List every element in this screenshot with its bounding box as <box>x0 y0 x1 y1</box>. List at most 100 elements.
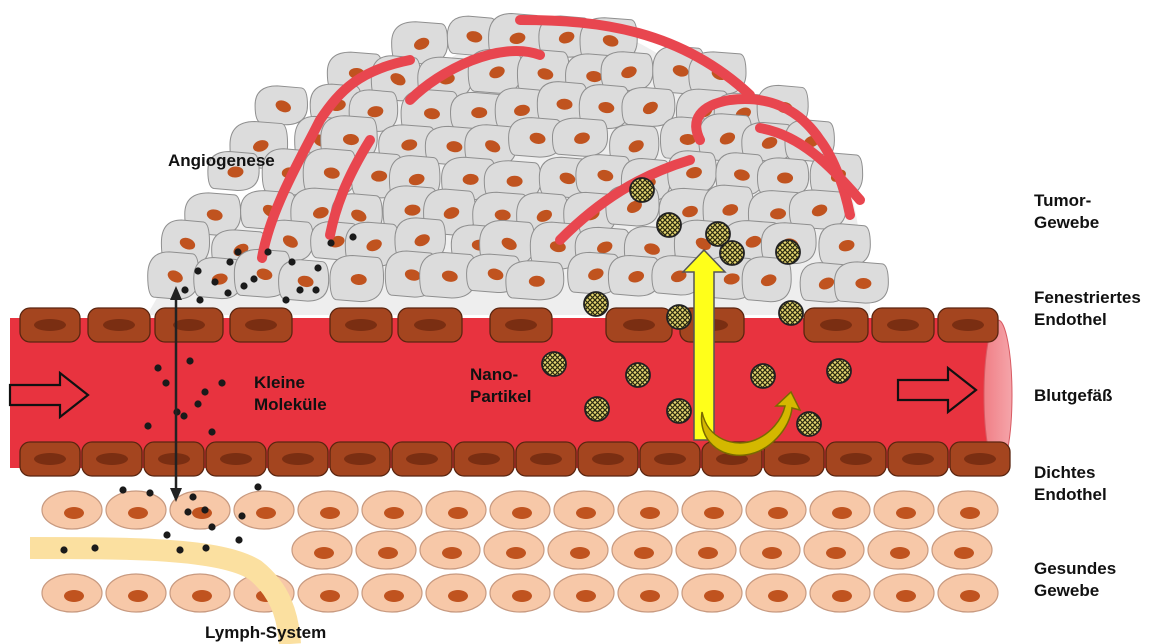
tumor-nucleus <box>777 172 793 183</box>
healthy-nucleus <box>704 590 724 602</box>
healthy-nucleus <box>448 590 468 602</box>
healthy-nucleus <box>954 547 974 559</box>
small-molecule-dot <box>154 364 161 371</box>
healthy-nucleus <box>128 507 148 519</box>
endothelial-nucleus <box>623 319 655 331</box>
nanoparticle-icon <box>720 241 744 265</box>
endothelial-nucleus <box>505 319 537 331</box>
nanoparticle-icon <box>827 359 851 383</box>
endothelial-nucleus <box>158 453 190 465</box>
small-molecule-dot <box>349 233 356 240</box>
label-tumor-gewebe: Tumor- Gewebe <box>1034 190 1099 234</box>
label-nano-partikel: Nano- Partikel <box>470 364 531 408</box>
nanoparticle-icon <box>542 352 566 376</box>
label-angiogenese: Angiogenese <box>168 150 275 172</box>
endothelial-nucleus <box>245 319 277 331</box>
small-molecule-dot <box>211 278 218 285</box>
nanoparticle-icon <box>626 363 650 387</box>
endothelial-nucleus <box>530 453 562 465</box>
small-molecule-dot <box>144 422 151 429</box>
small-molecule-dot <box>201 506 208 513</box>
healthy-nucleus <box>896 590 916 602</box>
small-molecule-dot <box>208 523 215 530</box>
healthy-nucleus <box>640 507 660 519</box>
small-molecule-dot <box>238 512 245 519</box>
healthy-nucleus <box>576 507 596 519</box>
endothelial-nucleus <box>344 453 376 465</box>
healthy-nucleus <box>378 547 398 559</box>
healthy-nucleus <box>832 507 852 519</box>
small-molecule-dot <box>60 546 67 553</box>
tumor-nucleus <box>507 176 523 187</box>
healthy-nucleus <box>634 547 654 559</box>
small-molecule-dot <box>119 486 126 493</box>
small-molecule-dot <box>282 296 289 303</box>
small-molecule-dot <box>208 428 215 435</box>
healthy-nucleus <box>576 590 596 602</box>
endothelial-nucleus <box>592 453 624 465</box>
small-molecule-dot <box>196 296 203 303</box>
nanoparticle-icon <box>667 399 691 423</box>
endothelial-nucleus <box>282 453 314 465</box>
endothelial-nucleus <box>778 453 810 465</box>
endothelial-nucleus <box>414 319 446 331</box>
endothelial-nucleus <box>173 319 205 331</box>
label-kleine-molekuele: Kleine Moleküle <box>254 372 327 416</box>
endothelial-nucleus <box>902 453 934 465</box>
small-molecule-dot <box>226 258 233 265</box>
label-fenestriertes-endothel: Fenestriertes Endothel <box>1034 287 1141 331</box>
healthy-nucleus <box>64 507 84 519</box>
healthy-nucleus <box>442 547 462 559</box>
endothelial-nucleus <box>964 453 996 465</box>
healthy-nucleus <box>640 590 660 602</box>
label-blutgefaess: Blutgefäß <box>1034 385 1112 407</box>
nanoparticle-icon <box>584 292 608 316</box>
small-molecule-dot <box>202 544 209 551</box>
endothelial-nucleus <box>34 453 66 465</box>
small-molecule-dot <box>240 282 247 289</box>
healthy-nucleus <box>960 590 980 602</box>
healthy-nucleus <box>448 507 468 519</box>
small-molecule-dot <box>314 264 321 271</box>
healthy-nucleus <box>698 547 718 559</box>
endothelial-nucleus <box>96 453 128 465</box>
healthy-nucleus <box>832 590 852 602</box>
endothelial-nucleus <box>345 319 377 331</box>
healthy-nucleus <box>826 547 846 559</box>
nanoparticle-icon <box>797 412 821 436</box>
small-molecule-dot <box>224 289 231 296</box>
small-molecule-dot <box>235 536 242 543</box>
endothelial-nucleus <box>887 319 919 331</box>
small-molecule-dot <box>162 379 169 386</box>
small-molecule-dot <box>296 286 303 293</box>
small-molecule-dot <box>312 286 319 293</box>
endothelial-nucleus <box>654 453 686 465</box>
small-molecule-dot <box>218 379 225 386</box>
nanoparticle-icon <box>657 213 681 237</box>
small-molecule-dot <box>146 489 153 496</box>
healthy-nucleus <box>960 507 980 519</box>
healthy-nucleus <box>314 547 334 559</box>
healthy-nucleus <box>768 590 788 602</box>
endothelial-nucleus <box>840 453 872 465</box>
endothelial-nucleus <box>406 453 438 465</box>
healthy-nucleus <box>384 590 404 602</box>
healthy-nucleus <box>320 590 340 602</box>
nanoparticle-icon <box>630 178 654 202</box>
nanoparticle-icon <box>779 301 803 325</box>
endothelial-nucleus <box>468 453 500 465</box>
healthy-nucleus <box>768 507 788 519</box>
small-molecule-dot <box>250 275 257 282</box>
small-molecule-dot <box>234 248 241 255</box>
small-molecule-dot <box>264 248 271 255</box>
healthy-nucleus <box>64 590 84 602</box>
endothelial-nucleus <box>952 319 984 331</box>
small-molecule-dot <box>288 258 295 265</box>
nanoparticle-icon <box>585 397 609 421</box>
healthy-nucleus <box>762 547 782 559</box>
small-molecule-dot <box>186 357 193 364</box>
healthy-nucleus <box>128 590 148 602</box>
small-molecule-dot <box>163 531 170 538</box>
endothelial-nucleus <box>220 453 252 465</box>
